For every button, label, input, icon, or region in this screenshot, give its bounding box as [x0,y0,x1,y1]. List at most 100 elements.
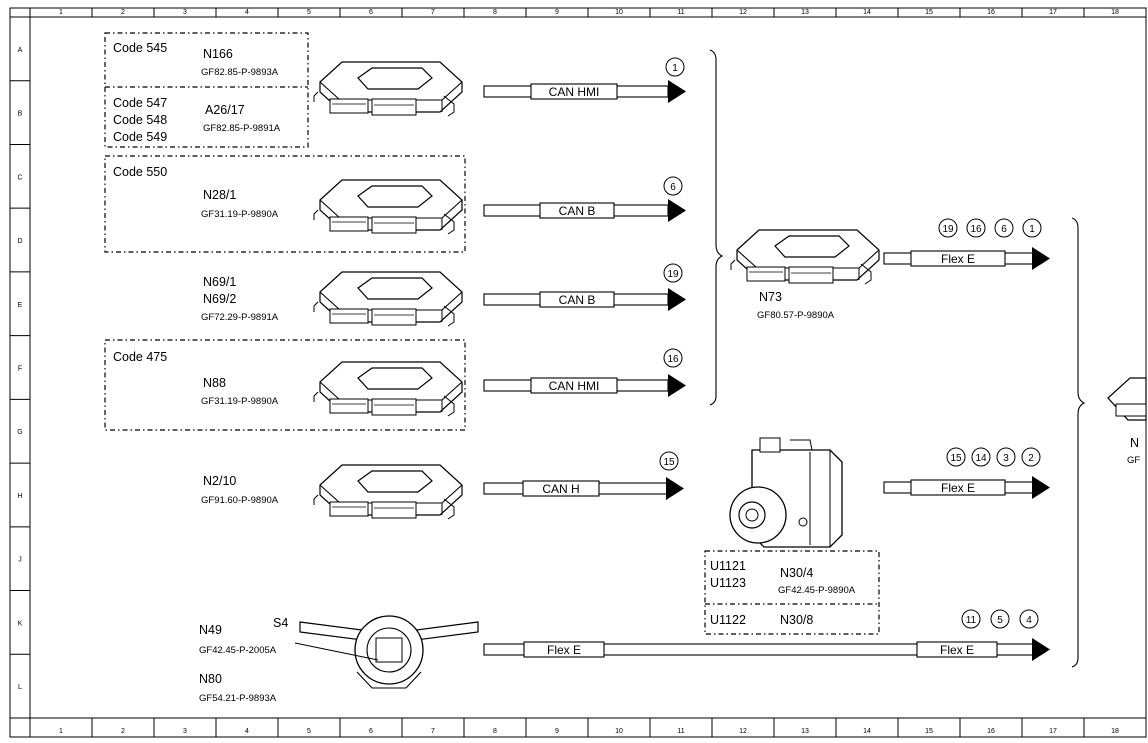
bottom-circle-11 [961,609,981,629]
n30-circle-2 [1021,447,1041,467]
n28-1-label: N28/1 [203,188,236,202]
n80-label: N80 [199,672,222,686]
grid-col-top-5: 5 [307,9,311,16]
grid-col-top-17: 17 [1049,9,1057,16]
grid-col-bottom-2: 2 [121,728,125,735]
can-hmi-1-label: CAN HMI [549,85,600,99]
grid-col-bottom-6: 6 [369,728,373,735]
grid-col-top-12: 12 [739,9,747,16]
grid-col-bottom-16: 16 [987,728,995,735]
can-h-15-label: CAN H [542,482,579,496]
grid-col-top-13: 13 [801,9,809,16]
n88-ref: GF31.19-P-9890A [201,396,279,407]
n88-ecu-icon [313,361,463,417]
flex-e-n30-label: Flex E [941,481,975,495]
u1121-label: U1121 [710,559,746,573]
grid-col-bottom-5: 5 [307,728,311,735]
grid-col-top-8: 8 [493,9,497,16]
n73-group: N73 GF80.57-P-9890A [730,229,880,321]
grid-row-H: H [17,493,22,500]
circle-1: 1 [672,63,678,74]
n30-4-label: N30/4 [780,566,813,580]
grid-col-bottom-15: 15 [925,728,933,735]
grid-row-J: J [18,557,22,564]
can-hmi-16-label: CAN HMI [549,379,600,393]
grid-col-bottom-8: 8 [493,728,497,735]
grid-col-top-10: 10 [615,9,623,16]
n166-ecu-icon [313,61,463,117]
grid-col-bottom-14: 14 [863,728,871,735]
n49-ref: GF42.45-P-2005A [199,645,277,656]
n69-1-label: N69/1 [203,275,236,289]
bottom-circle-5 [990,609,1010,629]
grid-col-bottom-13: 13 [801,728,809,735]
steering-switch-group: N49 GF42.45-P-2005A S4 N80 GF54.21-P-989… [199,615,479,704]
grid-col-bottom-12: 12 [739,728,747,735]
bottom-circle-label-5: 5 [997,615,1003,626]
grid-col-bottom-17: 17 [1049,728,1057,735]
code-548-label: Code 548 [113,113,167,127]
n73-circle-label-6: 6 [1001,224,1007,235]
code-545-group: Code 545 N166 GF82.85-P-9893A Code 547 C… [104,32,463,148]
n73-circle-6 [994,218,1014,238]
single-circles: 1 6 19 16 15 [659,57,685,471]
n30-4-ref: GF42.45-P-9890A [778,585,856,596]
n30-circle-label-14: 14 [975,453,987,464]
can-b-6-label: CAN B [559,204,596,218]
grid-col-top-3: 3 [183,9,187,16]
grid-col-top-18: 18 [1111,9,1119,16]
n30-circle-3 [996,447,1016,467]
n30-circle-14 [971,447,991,467]
s4-label: S4 [273,616,288,630]
grid-row-A: A [18,47,23,54]
grid-col-bottom-9: 9 [555,728,559,735]
code-545-label: Code 545 [113,41,167,55]
grid-col-bottom-1: 1 [59,728,63,735]
can-b-19-label: CAN B [559,293,596,307]
bus-arrows: CAN HMI CAN B CAN B CAN HMI CAN H Flex E… [483,80,1050,661]
right-partial-group: N GF [1107,377,1147,466]
right-comp-label: N [1130,436,1139,450]
n73-circle-19 [938,218,958,238]
grid-row-C: C [17,174,22,181]
grid-col-bottom-4: 4 [245,728,249,735]
steering-switch-icon [294,615,479,689]
n88-label: N88 [203,376,226,390]
bottom-circle-label-11: 11 [966,615,977,626]
circle-15: 15 [663,457,675,468]
n28-1-ref: GF31.19-P-9890A [201,209,279,220]
n30-8-label: N30/8 [780,613,813,627]
n166-ref: GF82.85-P-9893A [201,67,279,78]
circle-16: 16 [667,354,679,365]
right-ref: GF [1127,455,1140,466]
n69-ecu-icon [313,271,463,327]
a26-17-ref: GF82.85-P-9891A [203,123,281,134]
grid-col-top-1: 1 [59,9,63,16]
code-547-label: Code 547 [113,96,167,110]
n69-ref: GF72.29-P-9891A [201,312,279,323]
grid-col-top-2: 2 [121,9,125,16]
code-549-label: Code 549 [113,130,167,144]
bottom-circle-4 [1019,609,1039,629]
n73-circle-16 [966,218,986,238]
flex-e-n73-label: Flex E [941,252,975,266]
grid-row-L: L [18,684,22,691]
code-475-label: Code 475 [113,350,167,364]
grid-row-B: B [18,111,23,118]
grid-row-G: G [17,429,22,436]
flex-e-right-label: Flex E [940,643,974,657]
n69-group: N69/1 N69/2 GF72.29-P-9891A [201,271,463,327]
esp-control-unit-icon [729,437,843,548]
grid-col-top-7: 7 [431,9,435,16]
n30-circle-label-3: 3 [1003,453,1009,464]
grid-col-top-6: 6 [369,9,373,16]
n28-1-ecu-icon [313,179,463,235]
grid-col-top-4: 4 [245,9,249,16]
n80-ref: GF54.21-P-9893A [199,693,277,704]
n2-10-ref: GF91.60-P-9890A [201,495,279,506]
n2-10-label: N2/10 [203,474,236,488]
code-550-group: Code 550 N28/1 GF31.19-P-9890A [104,155,466,253]
